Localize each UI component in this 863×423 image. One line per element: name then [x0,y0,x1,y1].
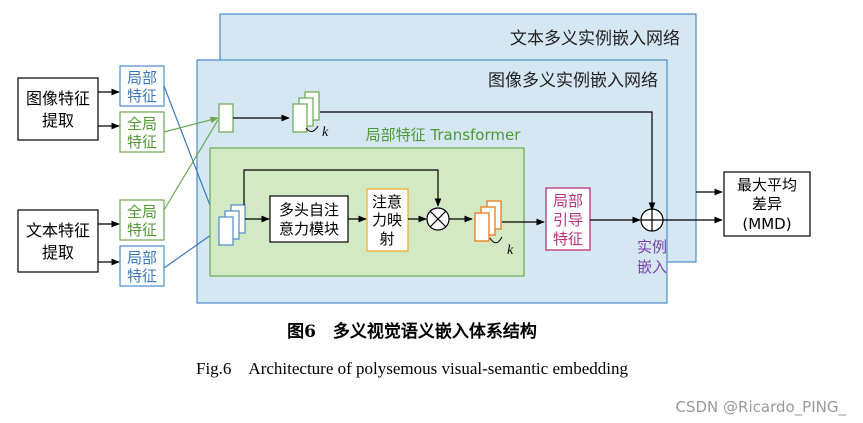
orange-stack-brace [489,236,503,244]
image-extract-box [17,77,99,141]
mha-label-1: 多头自注 [279,201,339,219]
attention-map-label-1: 注意 [372,193,402,211]
attention-map-label-3: 射 [379,230,394,248]
sum-node [640,208,664,232]
global-feature-bottom-2: 特征 [127,221,157,239]
caption-zh: 图6 多义视觉语义嵌入体系结构 [287,321,537,342]
arrow-local-to-multiply [243,169,442,207]
mha-label-2: 意力模块 [279,220,339,238]
global-feature-bottom-box [119,199,165,241]
local-feature-bottom-2: 特征 [127,267,157,285]
global-feature-top-1: 全局 [127,115,157,133]
arrow-local-bottom-to-transformer [163,229,219,269]
k-label-bottom: k [507,243,514,258]
local-feature-bottom-1: 局部 [127,249,157,267]
image-extract-label-1: 图像特征 [26,89,90,108]
mmd-label-2: 差异 [752,195,782,213]
local-feature-top-1: 局部 [127,69,157,87]
text-extract-label-2: 提取 [42,243,74,262]
watermark: CSDN @Ricardo_PING_ [676,398,847,417]
global-feature-block [218,103,234,133]
global-stack-block-1 [292,103,308,133]
global-feature-top-2: 特征 [127,133,157,151]
mha-module [269,195,349,243]
arrow-global-top-to-network [163,116,219,133]
arrow-global-bottom-to-network [163,119,219,211]
caption-en: Fig.6 Architecture of polysemous visual-… [196,359,628,378]
image-extract-label-2: 提取 [42,111,74,130]
local-feature-top-box [119,65,165,107]
mmd-label-3: (MMD) [742,215,791,233]
attention-map-label-2: 力映 [372,211,402,229]
mmd-box [723,171,811,237]
local-feature-bottom-box [119,245,165,287]
orange-stack-block-1 [474,212,490,242]
text-extract-box [17,209,99,273]
guided-feature-label-2: 引导 [553,211,583,229]
guided-feature-label-3: 特征 [553,230,583,248]
k-label-top: k [322,125,329,140]
text-network-title: 文本多义实例嵌入网络 [510,29,680,49]
local-stack-block-1 [218,216,234,246]
arrow-local-top-to-transformer [163,85,219,227]
text-extract-label-1: 文本特征 [26,221,90,240]
mmd-label-1: 最大平均 [737,176,797,194]
arrow-global-to-sum [320,111,656,211]
image-network-title: 图像多义实例嵌入网络 [488,71,658,91]
guided-feature-label-1: 局部 [553,192,583,210]
instance-embed-label-2: 嵌入 [637,258,667,276]
global-stack-brace [305,125,319,132]
attention-map-box [366,188,409,252]
instance-embed-label-1: 实例 [637,238,667,256]
guided-feature-box [545,187,591,251]
transformer-title: 局部特征 Transformer [366,126,522,144]
local-feature-top-2: 特征 [127,87,157,105]
multiply-node [426,207,450,231]
global-feature-bottom-1: 全局 [127,203,157,221]
